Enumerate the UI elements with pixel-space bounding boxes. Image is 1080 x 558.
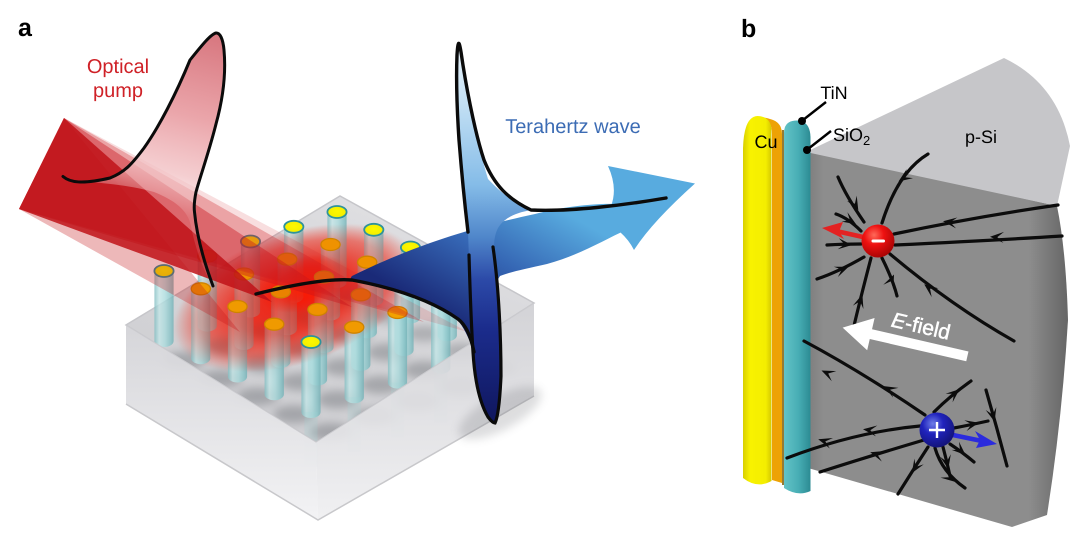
svg-text:Terahertz wave: Terahertz wave	[505, 116, 641, 138]
svg-text:pump: pump	[93, 80, 143, 102]
svg-text:TiN: TiN	[820, 83, 847, 103]
svg-text:Optical: Optical	[87, 56, 149, 78]
svg-text:SiO2: SiO2	[833, 125, 870, 148]
svg-text:p-Si: p-Si	[965, 127, 997, 147]
svg-text:Cu: Cu	[754, 132, 777, 152]
svg-text:a: a	[18, 14, 33, 42]
svg-text:b: b	[741, 15, 756, 43]
